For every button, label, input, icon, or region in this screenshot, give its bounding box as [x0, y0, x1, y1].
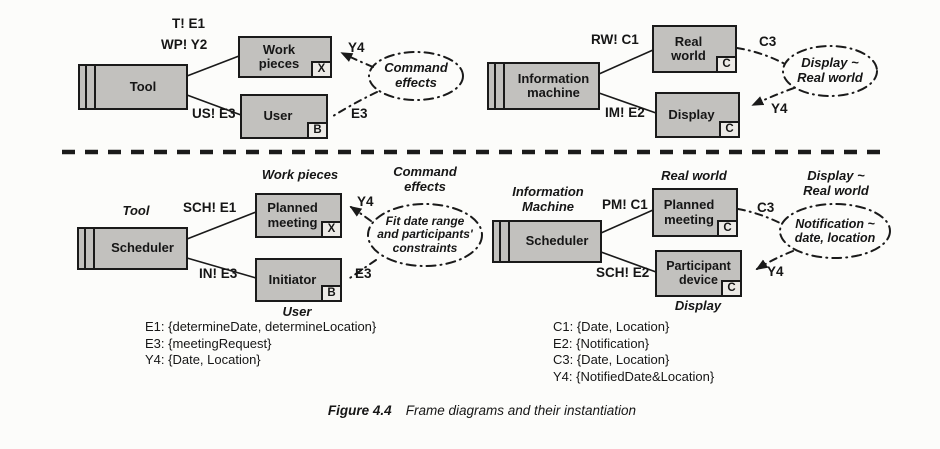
domain-box-participant-device: Participant device C — [655, 250, 742, 297]
figure-caption-text: Frame diagrams and their instantiation — [405, 403, 637, 418]
phenomena-legend-left: E1: {determineDate, determineLocation} E… — [145, 319, 376, 369]
machine-box-information-machine: Information machine — [487, 62, 600, 110]
domain-label: Real world — [671, 33, 706, 63]
domain-box-planned-meeting-wp: Planned meeting X — [255, 193, 342, 238]
domain-label: User — [263, 108, 293, 124]
frame-role-label: Work pieces — [261, 167, 339, 182]
legend-line: E1: {determineDate, determineLocation} — [145, 319, 377, 334]
machine-label: Information machine — [517, 70, 590, 100]
requirement-ref-label: Y4 — [767, 264, 784, 279]
domain-marker: C — [716, 56, 737, 73]
machine-label: Tool — [129, 78, 157, 94]
machine-label: Scheduler — [525, 233, 589, 249]
domain-marker: C — [717, 220, 738, 237]
phenomena-label: IM! E2 — [605, 105, 645, 120]
domain-marker: X — [311, 61, 332, 78]
domain-label: Initiator — [268, 271, 317, 287]
legend-line: Y4: {Date, Location} — [145, 352, 261, 367]
legend-line: C1: {Date, Location} — [553, 319, 670, 334]
figure-caption: Figure 4.4 Frame diagrams and their insta… — [282, 403, 682, 418]
domain-label: Work pieces — [258, 41, 300, 71]
phenomena-label: PM! C1 — [602, 197, 648, 212]
legend-line: E3: {meetingRequest} — [145, 335, 272, 351]
domain-label: Planned meeting — [267, 200, 318, 230]
domain-marker: B — [321, 285, 342, 302]
requirement-ref-label: C3 — [757, 200, 775, 215]
machine-box-scheduler-info: Scheduler — [492, 220, 602, 263]
phenomena-label: WP! Y2 — [161, 37, 208, 52]
phenomena-label: SCH! E2 — [596, 265, 650, 280]
requirement-ref-label: E3 — [355, 266, 372, 281]
requirement-ellipse-label: Notification ~ date, location — [794, 217, 876, 245]
frame-role-label: Information Machine — [512, 184, 584, 215]
requirement-ref-label: C3 — [759, 34, 777, 49]
legend-line: E2: {Notification} — [553, 335, 650, 351]
domain-marker: C — [719, 121, 740, 138]
requirement-ellipse-label: Display ~ Real world — [797, 55, 863, 85]
requirement-ref-label: Y4 — [357, 194, 374, 209]
frame-role-label: Tool — [122, 203, 150, 218]
phenomena-label: T! E1 — [172, 16, 206, 31]
requirement-ellipse-label: Fit date range and participants' constra… — [377, 213, 473, 255]
domain-box-planned-meeting-rw: Planned meeting C — [652, 188, 738, 237]
domain-label: Planned meeting — [663, 197, 715, 227]
phenomena-legend-right: C1: {Date, Location} E2: {Notification} … — [553, 319, 714, 385]
domain-label: Display — [668, 106, 715, 122]
phenomena-label: SCH! E1 — [183, 200, 237, 215]
frame-role-label: Command effects — [393, 164, 457, 195]
domain-box-work-pieces: Work pieces X — [238, 36, 332, 78]
figure-caption-number: Figure 4.4 — [327, 403, 392, 418]
machine-box-scheduler-tool: Scheduler — [77, 227, 188, 270]
requirement-ref-label: Y4 — [771, 101, 788, 116]
legend-line: C3: {Date, Location} — [553, 352, 670, 367]
frame-role-label: Display ~ Real world — [803, 168, 869, 199]
domain-box-display: Display C — [655, 92, 740, 138]
domain-box-real-world: Real world C — [652, 25, 737, 73]
phenomena-label: RW! C1 — [591, 32, 639, 47]
frame-role-label: Real world — [661, 168, 727, 183]
domain-marker: B — [307, 122, 328, 139]
phenomena-label: US! E3 — [192, 106, 236, 121]
domain-box-initiator: Initiator B — [255, 258, 342, 302]
frame-role-label: User — [282, 304, 312, 319]
domain-marker: X — [321, 221, 342, 238]
domain-label: Participant device — [666, 259, 731, 287]
domain-marker: C — [721, 280, 742, 297]
requirement-ellipse-label: Command effects — [384, 60, 448, 90]
machine-label: Scheduler — [111, 240, 174, 256]
legend-line: Y4: {NotifiedDate&Location} — [553, 368, 715, 384]
requirement-ref-label: E3 — [351, 106, 368, 121]
machine-box-tool: Tool — [78, 64, 188, 110]
requirement-ref-label: Y4 — [348, 40, 365, 55]
phenomena-label: IN! E3 — [199, 266, 238, 281]
frame-role-label: Display — [674, 298, 722, 313]
domain-box-user: User B — [240, 94, 328, 139]
